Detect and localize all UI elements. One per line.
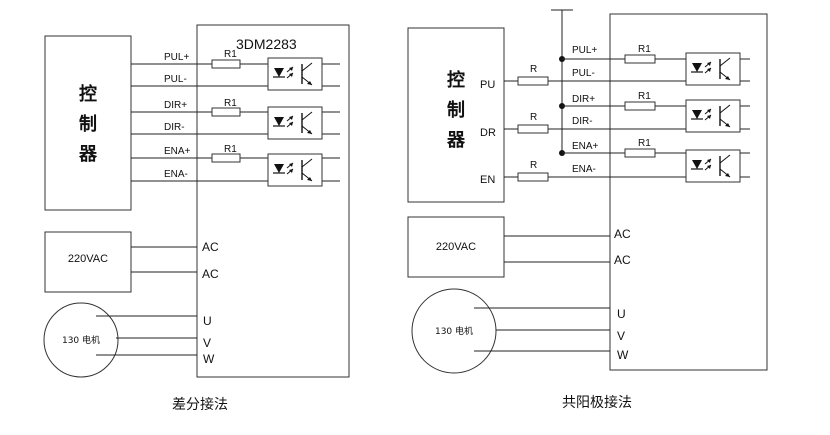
right-diagram: 控 制 器 PU DR EN R R R R1 R1 R1 <box>407 9 768 411</box>
right-pin-ena-plus: ENA+ <box>572 141 599 152</box>
left-controller-char-1: 控 <box>79 83 97 105</box>
right-resistor-2 <box>624 101 656 111</box>
left-resistor-3-label: R1 <box>224 144 237 155</box>
left-resistor-1-label: R1 <box>224 49 237 60</box>
right-motor-pin-u: U <box>617 307 626 321</box>
left-pin-ena-plus: ENA+ <box>164 146 191 157</box>
left-optocoupler-3 <box>267 153 323 187</box>
right-optocoupler-2 <box>685 99 741 133</box>
right-controller-char-3: 器 <box>446 130 466 151</box>
right-resistor-1 <box>624 54 656 64</box>
right-power-label: 220VAC <box>436 241 476 253</box>
left-motor-pin-u: U <box>203 314 212 328</box>
right-optocoupler-1 <box>685 52 741 86</box>
left-driver-model: 3DM2283 <box>236 36 297 52</box>
right-controller-char-2: 制 <box>447 100 465 121</box>
left-controller-char-2: 制 <box>79 114 97 135</box>
right-pin-dir-plus: DIR+ <box>572 94 595 105</box>
left-pin-pul-plus: PUL+ <box>164 52 189 63</box>
left-optocoupler-1 <box>267 57 323 91</box>
left-caption: 差分接法 <box>172 396 228 413</box>
right-series-resistor-1 <box>517 76 549 86</box>
right-series-resistor-2 <box>517 124 549 134</box>
right-controller-box <box>407 27 505 203</box>
right-series-resistor-3 <box>517 172 549 182</box>
left-motor-label: 130 电机 <box>62 334 100 346</box>
left-resistor-1 <box>211 59 241 69</box>
left-controller-box <box>44 35 132 211</box>
right-caption: 共阳极接法 <box>562 394 632 411</box>
right-resistor-3 <box>624 148 656 158</box>
left-motor <box>43 302 119 378</box>
left-motor-pin-v: V <box>203 336 211 350</box>
left-optocoupler-2 <box>267 106 323 140</box>
right-controller-char-1: 控 <box>447 69 465 91</box>
left-power-label: 220VAC <box>68 253 108 265</box>
right-resistor-1-label: R1 <box>638 44 651 55</box>
right-output-dr: DR <box>480 127 496 139</box>
left-pin-dir-minus: DIR- <box>164 122 185 133</box>
right-output-pu: PU <box>480 79 495 91</box>
left-resistor-3 <box>211 153 241 163</box>
left-pin-pul-minus: PUL- <box>164 74 187 85</box>
left-pin-ena-minus: ENA- <box>164 169 188 180</box>
right-motor <box>411 288 497 374</box>
left-controller-char-3: 器 <box>78 144 98 165</box>
right-pin-pul-minus: PUL- <box>572 68 595 79</box>
left-motor-pin-w: W <box>203 352 215 366</box>
right-motor-pin-v: V <box>617 329 625 343</box>
right-pin-dir-minus: DIR- <box>572 116 593 127</box>
left-resistor-2 <box>211 107 241 117</box>
left-resistor-2-label: R1 <box>224 98 237 109</box>
right-motor-pin-w: W <box>617 348 629 362</box>
right-resistor-3-label: R1 <box>638 138 651 149</box>
right-motor-label: 130 电机 <box>435 325 473 337</box>
right-output-en: EN <box>480 174 495 186</box>
right-resistor-2-label: R1 <box>638 91 651 102</box>
left-power-box <box>44 231 132 293</box>
right-ac-pin-2: AC <box>614 253 631 267</box>
left-ac-pin-2: AC <box>202 267 219 281</box>
right-series-resistor-3-label: R <box>530 160 537 171</box>
right-power-box <box>407 216 505 278</box>
right-series-resistor-1-label: R <box>530 64 537 75</box>
left-diagram: 控 制 器 3DM2283 R1 R1 R1 PUL+ PUL- DIR+ DI… <box>43 24 350 413</box>
right-pin-pul-plus: PUL+ <box>572 45 597 56</box>
left-ac-pin-1: AC <box>202 240 219 254</box>
right-optocoupler-3 <box>685 149 741 183</box>
right-pin-ena-minus: ENA- <box>572 164 596 175</box>
left-pin-dir-plus: DIR+ <box>164 100 187 111</box>
right-series-resistor-2-label: R <box>530 112 537 123</box>
right-ac-pin-1: AC <box>614 227 631 241</box>
